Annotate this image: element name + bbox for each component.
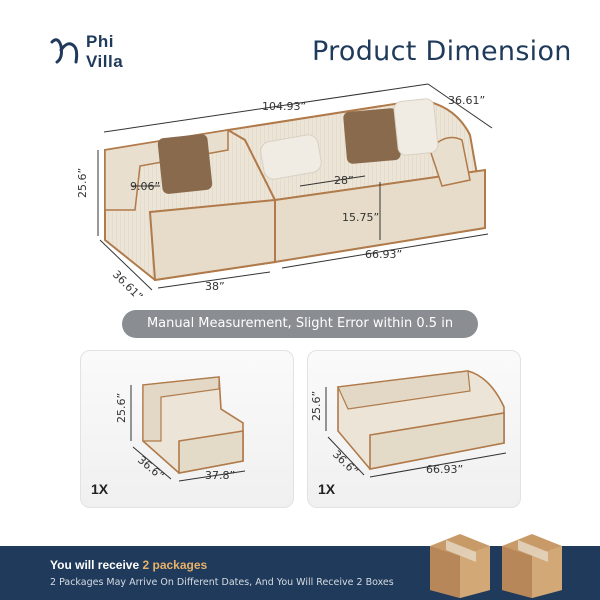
package-card-corner: 25.6” 36.6” 37.8” 1X — [80, 350, 294, 508]
sofa-width: 66.93” — [426, 463, 463, 476]
brand-logo-icon — [50, 38, 79, 64]
dim-height: 25.6” — [76, 168, 89, 198]
sofa-module-illustration: 25.6” 36.6” 66.93” — [310, 370, 507, 478]
dim-seat-depth: 28” — [334, 174, 354, 187]
brand-logo: Phi Villa — [48, 30, 158, 74]
pillow-brown-left — [157, 134, 213, 194]
dimension-lines — [97, 83, 493, 291]
dim-right-width: 66.93” — [365, 248, 402, 261]
box-icon — [502, 534, 562, 598]
page-title: Product Dimension — [312, 36, 572, 67]
corner-dimension-lines — [130, 385, 246, 482]
dim-depth: 36.61” — [448, 94, 485, 107]
corner-width: 37.8” — [205, 469, 235, 482]
corner-height: 25.6” — [115, 393, 128, 423]
footer-subtitle: 2 Packages May Arrive On Different Dates… — [50, 577, 394, 588]
sofa-illustration: 104.93” 36.61” 25.6” 9.06” 28” 15.75” 36… — [76, 83, 493, 303]
footer-title-highlight: 2 packages — [142, 558, 208, 572]
brand-name-line2: Villa — [86, 52, 124, 71]
footer-title: You will receive 2 packages — [50, 558, 207, 572]
dim-arm-width: 9.06” — [130, 180, 160, 193]
measurement-notice: Manual Measurement, Slight Error within … — [122, 310, 478, 338]
corner-module-illustration: 25.6” 36.6” 37.8” — [115, 376, 246, 483]
dim-total-width: 104.93” — [262, 100, 306, 113]
pillow-brown-right — [343, 108, 401, 164]
sofa-dimension-lines — [325, 387, 507, 478]
pillow-white-center — [260, 134, 322, 180]
dim-left-depth: 36.61” — [110, 268, 145, 303]
footer-banner: You will receive 2 packages 2 Packages M… — [0, 534, 600, 600]
dim-seat-height: 15.75” — [342, 211, 379, 224]
corner-quantity: 1X — [91, 481, 109, 497]
package-card-sofa: 25.6” 36.6” 66.93” 1X — [307, 350, 521, 508]
box-icon — [430, 534, 490, 598]
sofa-height: 25.6” — [310, 391, 323, 421]
brand-name-line1: Phi — [86, 32, 114, 51]
dim-left-width: 38” — [205, 280, 225, 293]
sofa-quantity: 1X — [318, 481, 336, 497]
footer-title-prefix: You will receive — [50, 558, 143, 572]
pillow-white-right — [393, 98, 439, 156]
sofa-left-module — [104, 128, 276, 282]
